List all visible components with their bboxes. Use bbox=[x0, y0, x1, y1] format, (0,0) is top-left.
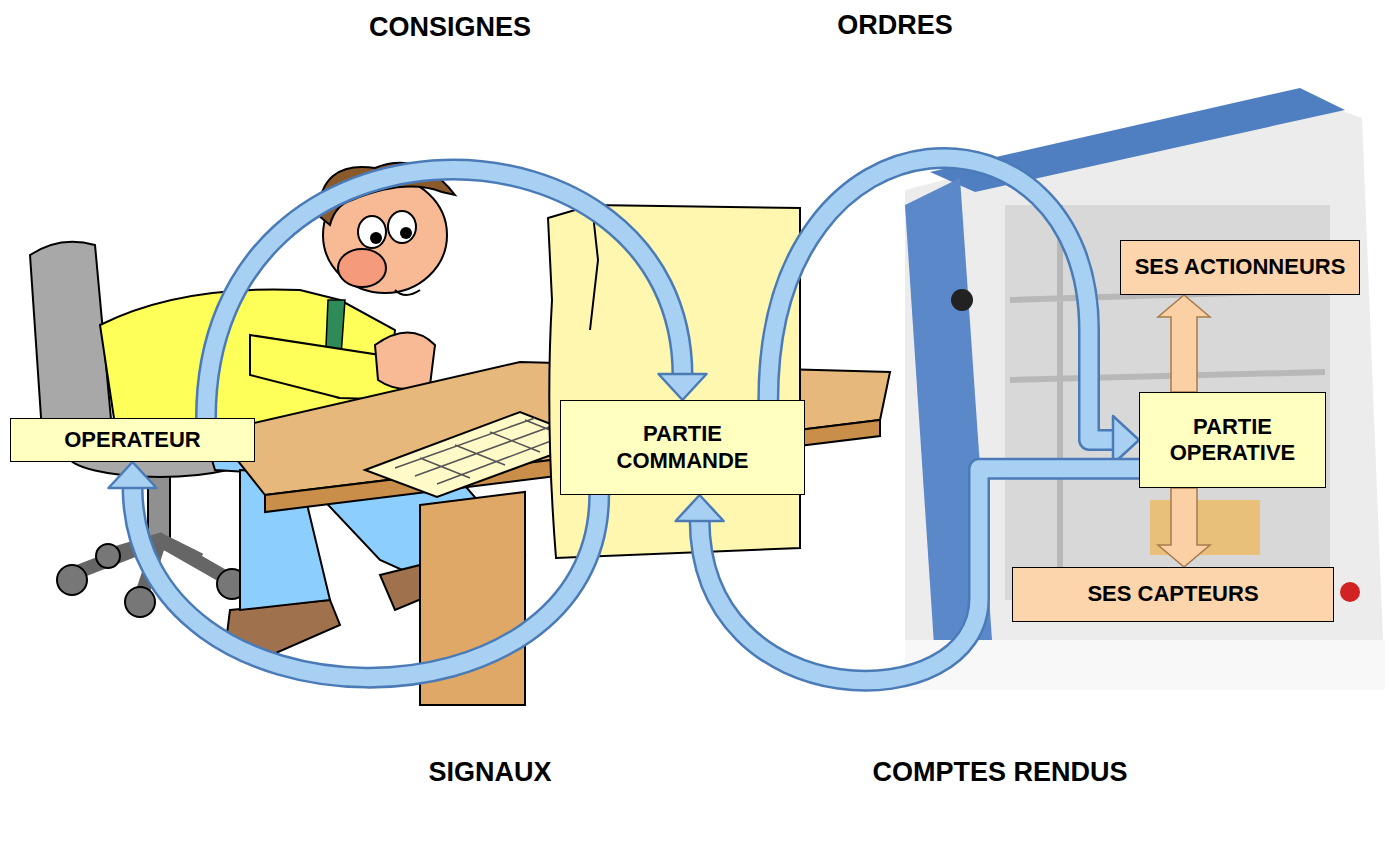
control-part-box: PARTIE COMMANDE bbox=[560, 400, 805, 495]
arrow-head bbox=[659, 374, 707, 400]
emergency-button bbox=[1340, 582, 1360, 602]
chair-back bbox=[30, 242, 112, 440]
machine-knob bbox=[951, 289, 973, 311]
block-arrow-shape bbox=[1158, 488, 1210, 567]
arrow-outline bbox=[206, 170, 683, 418]
eye bbox=[358, 216, 386, 248]
flow-label: CONSIGNES bbox=[369, 12, 531, 43]
node-label: SES ACTIONNEURS bbox=[1135, 254, 1346, 280]
chair-wheel bbox=[57, 565, 87, 595]
node-label: PARTIE OPERATIVE bbox=[1150, 414, 1315, 467]
flow-label: SIGNAUX bbox=[428, 757, 551, 788]
pupil bbox=[400, 227, 412, 239]
operator-box: OPERATEUR bbox=[10, 418, 255, 462]
arrow-body bbox=[768, 158, 1115, 440]
flow-label: COMPTES RENDUS bbox=[872, 757, 1127, 788]
eye bbox=[388, 211, 416, 243]
block-arrow bbox=[1158, 488, 1210, 567]
arrow-outline bbox=[133, 486, 600, 678]
block-arrow bbox=[1158, 295, 1210, 392]
operative-part-box: PARTIE OPERATIVE bbox=[1139, 392, 1326, 488]
arrow-head bbox=[109, 462, 157, 488]
arrow-head bbox=[1113, 416, 1139, 464]
sensors-box: SES CAPTEURS bbox=[1012, 567, 1334, 622]
arrow-body bbox=[206, 170, 683, 418]
block-arrow-shape bbox=[1158, 295, 1210, 392]
flow-arrow bbox=[206, 170, 707, 418]
chair-wheel bbox=[125, 587, 155, 617]
machine-base bbox=[905, 640, 1385, 690]
flow-arrow bbox=[109, 462, 600, 678]
node-label: PARTIE COMMANDE bbox=[598, 421, 768, 474]
flow-label: ORDRES bbox=[837, 10, 953, 41]
hands bbox=[375, 333, 435, 390]
actuators-box: SES ACTIONNEURS bbox=[1120, 240, 1360, 295]
arrow-outline bbox=[768, 158, 1115, 440]
mouth bbox=[395, 290, 420, 295]
arrow-body bbox=[133, 486, 600, 678]
pupil bbox=[370, 232, 382, 244]
nose bbox=[338, 249, 386, 287]
node-label: SES CAPTEURS bbox=[1087, 581, 1258, 607]
arrow-head bbox=[676, 495, 724, 521]
chair-wheel bbox=[96, 544, 120, 568]
node-label: OPERATEUR bbox=[64, 427, 201, 453]
flow-arrow bbox=[768, 158, 1139, 464]
keyboard-keys bbox=[395, 418, 575, 484]
